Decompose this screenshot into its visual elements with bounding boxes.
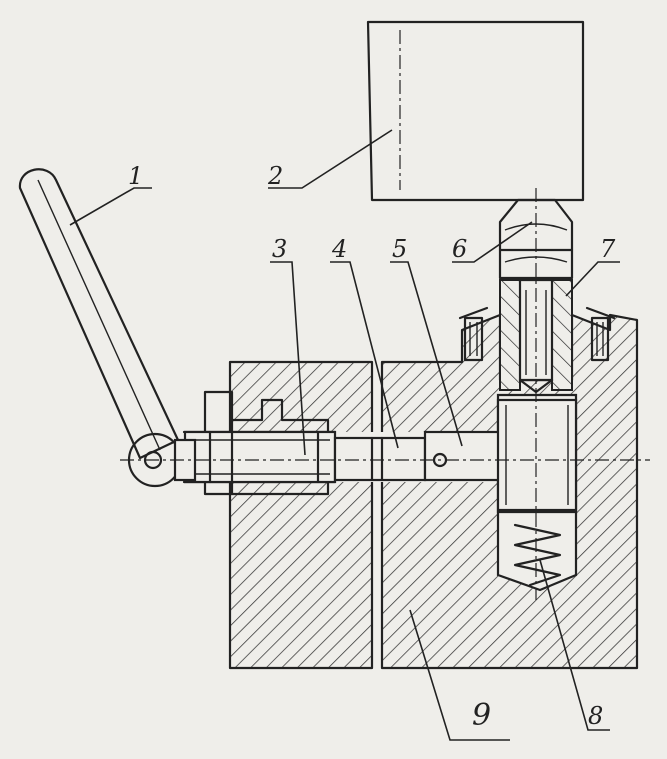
callout-plunger: 5 (392, 235, 407, 263)
callout-screw: 3 (272, 235, 287, 263)
callout-spindle-body: 2 (267, 162, 283, 190)
plunger (423, 398, 578, 512)
callout-pin: 4 (331, 235, 347, 263)
housing-left-block (228, 360, 374, 670)
leader-lines (69, 129, 620, 741)
callout-bushing: 7 (600, 235, 616, 263)
screw (183, 390, 337, 496)
callout-housing: 9 (472, 698, 491, 733)
axis-lines (120, 30, 650, 600)
spring (512, 511, 564, 587)
callout-handle: 1 (128, 162, 143, 190)
handle (18, 168, 197, 488)
spindle-body (366, 20, 585, 202)
side-screw-left (458, 306, 489, 362)
side-screw-right (585, 306, 616, 362)
callout-nut: 6 (452, 235, 467, 263)
pin (333, 436, 427, 482)
callout-spring: 8 (588, 702, 603, 730)
